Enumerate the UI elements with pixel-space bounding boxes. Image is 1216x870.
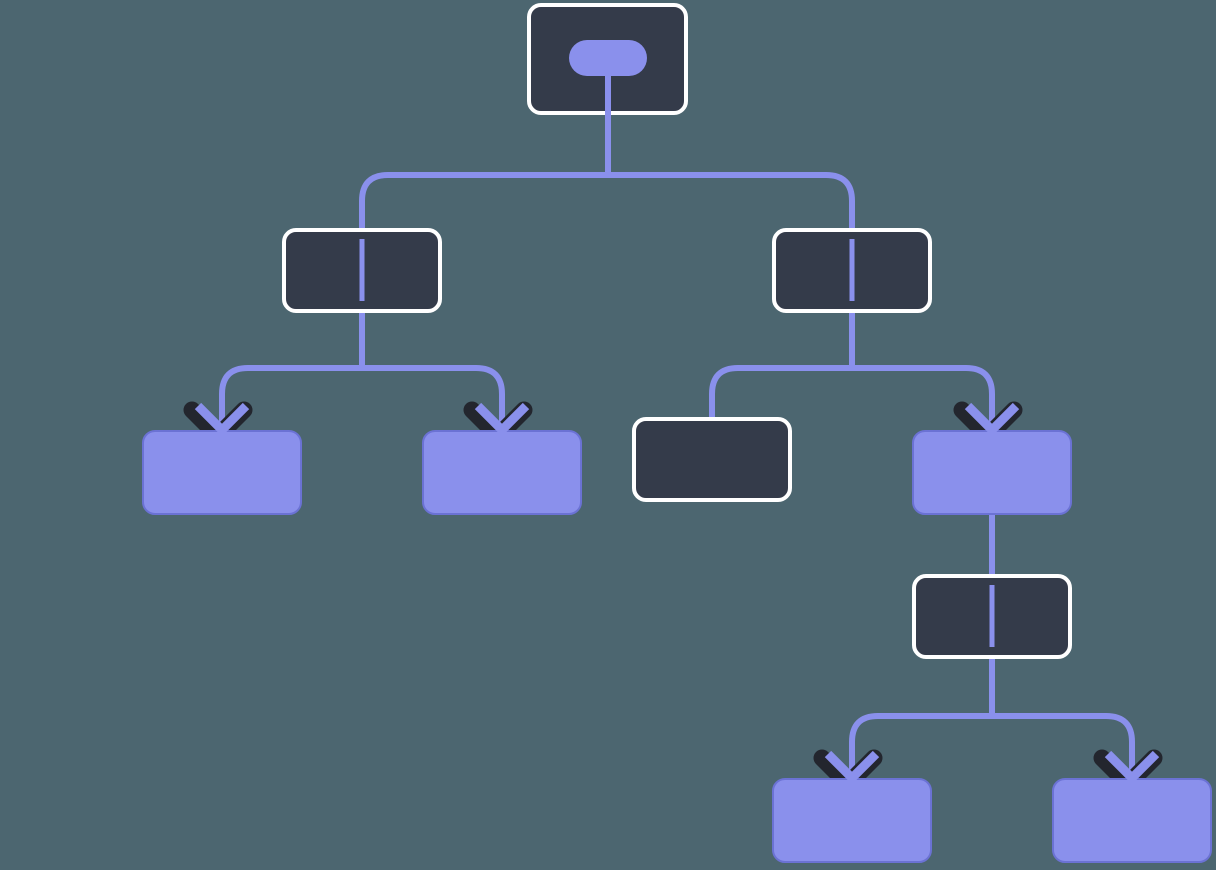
connector-right-branch-to-mid-branch[interactable] [849, 313, 995, 430]
branch-node-left[interactable] [282, 228, 442, 313]
branch-node-lower-bar-marker [989, 585, 995, 647]
connector-right-branch-to-empty-node[interactable] [709, 313, 855, 417]
leaf-node-1-box[interactable] [142, 430, 302, 515]
leaf-node-2-box[interactable] [422, 430, 582, 515]
branch-node-right-bar-marker [849, 239, 855, 301]
connector-root-to-left-branch[interactable] [359, 115, 611, 228]
arrowhead-mid-branch-icon [964, 402, 1020, 437]
root-node-stem [605, 58, 611, 115]
branch-node-mid-box[interactable] [912, 430, 1072, 515]
arrowhead-leaf-4-icon [1104, 750, 1160, 785]
connector-left-branch-to-leaf-1[interactable] [219, 313, 365, 430]
arrowhead-layer [194, 402, 1160, 785]
arrowhead-leaf-1-icon [194, 402, 250, 437]
arrowhead-leaf-2-icon [474, 402, 530, 437]
leaf-node-4[interactable] [1052, 778, 1212, 863]
leaf-node-1[interactable] [142, 430, 302, 515]
connector-layer [219, 115, 1135, 778]
connector-lower-branch-to-leaf-4[interactable] [989, 659, 1135, 778]
connector-lower-branch-to-leaf-3[interactable] [849, 659, 995, 778]
empty-node[interactable] [632, 417, 792, 502]
empty-node-box[interactable] [632, 417, 792, 502]
leaf-node-3[interactable] [772, 778, 932, 863]
root-node-pill-marker [569, 40, 647, 76]
leaf-node-4-box[interactable] [1052, 778, 1212, 863]
leaf-node-3-box[interactable] [772, 778, 932, 863]
branch-node-lower[interactable] [912, 574, 1072, 659]
arrowhead-leaf-3-icon [824, 750, 880, 785]
connector-left-branch-to-leaf-2[interactable] [359, 313, 505, 430]
connector-root-to-right-branch[interactable] [605, 115, 855, 228]
leaf-node-2[interactable] [422, 430, 582, 515]
root-node[interactable] [527, 3, 688, 115]
branch-node-mid[interactable] [912, 430, 1072, 515]
node-layer [142, 3, 1212, 863]
branch-node-right[interactable] [772, 228, 932, 313]
branch-node-left-bar-marker [359, 239, 365, 301]
